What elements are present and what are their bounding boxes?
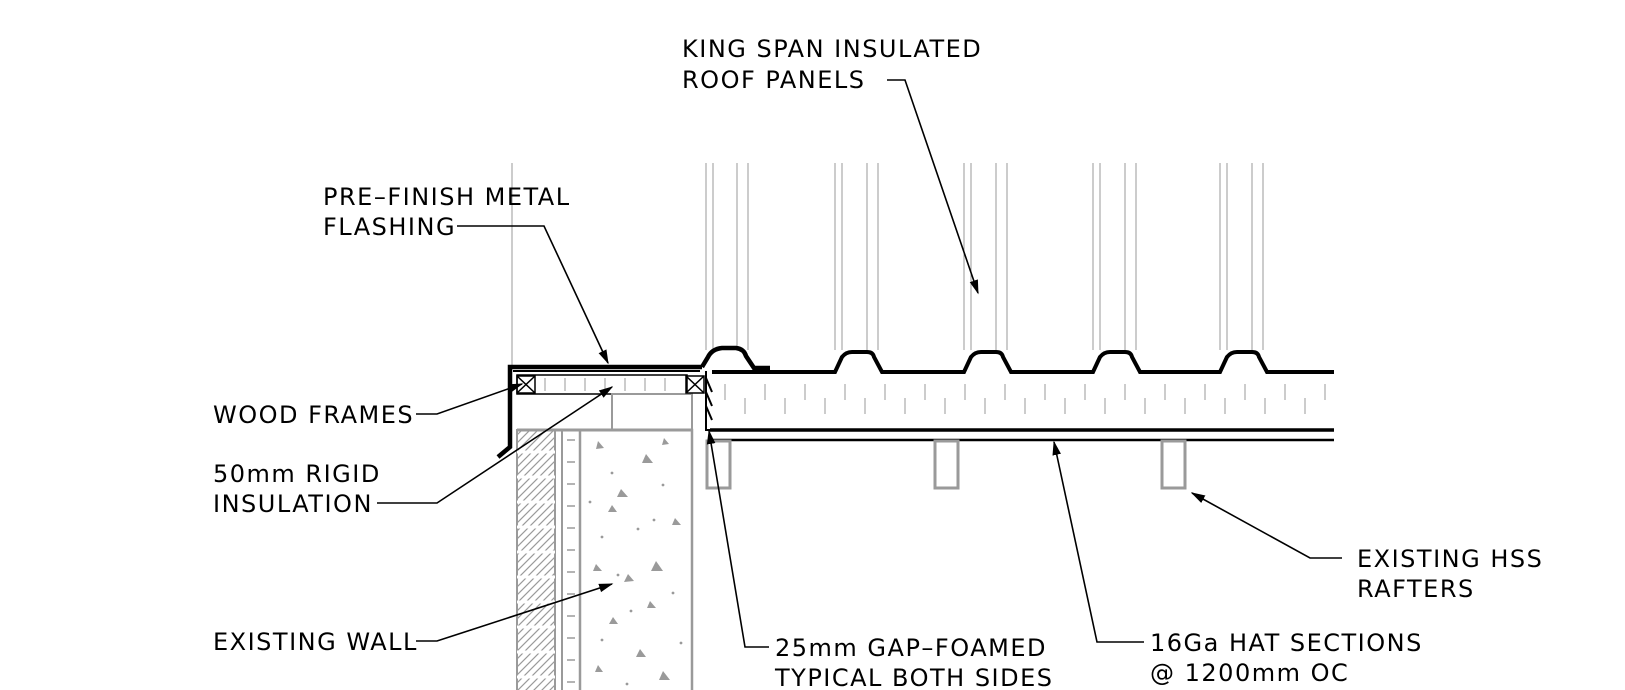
label-rigid-insulation: 50mm RIGID INSULATION [213,460,390,518]
roof-panel [710,350,1334,442]
panel-core-ticks [724,384,1326,414]
label-wood-frames: WOOD FRAMES [213,401,414,429]
hss-rafters [705,439,1187,490]
hss-rafter [933,439,960,490]
wall-sheathing [561,429,581,690]
rigid-insulation [516,374,693,431]
gap-foam [705,371,713,431]
label-flashing: PRE–FINISH METAL FLASHING [323,183,580,241]
label-existing-wall: EXISTING WALL [213,628,418,656]
leader-lines [377,79,1342,648]
leader-roof-panels [887,79,979,295]
hss-rafter [1160,439,1187,490]
metal-flashing [496,345,770,459]
rib-projection-lines [511,163,1264,368]
label-hat-sections: 16Ga HAT SECTIONS @ 1200mm OC [1150,629,1432,687]
existing-wall [516,428,694,690]
label-roof-panels: KING SPAN INSULATED ROOF PANELS [682,35,991,94]
leader-gap-foamed [706,429,769,648]
concrete-aggregate [588,438,683,686]
leader-existing-wall [416,583,614,642]
leader-hat-sections [1052,440,1144,643]
leader-flashing [457,225,609,365]
concrete-core [578,428,694,690]
hss-rafter [705,439,732,490]
roof-panel-top-sheet [712,350,1334,374]
label-hss-rafters: EXISTING HSS RAFTERS [1357,545,1553,603]
sheathing-ticks [567,439,575,683]
brick-courses [517,450,555,679]
leader-wood-frames [416,383,524,415]
label-gap-foamed: 25mm GAP–FOAMED TYPICAL BOTH SIDES [774,634,1056,690]
leader-rigid-insulation [377,386,614,504]
leader-hss-rafters [1190,492,1342,559]
